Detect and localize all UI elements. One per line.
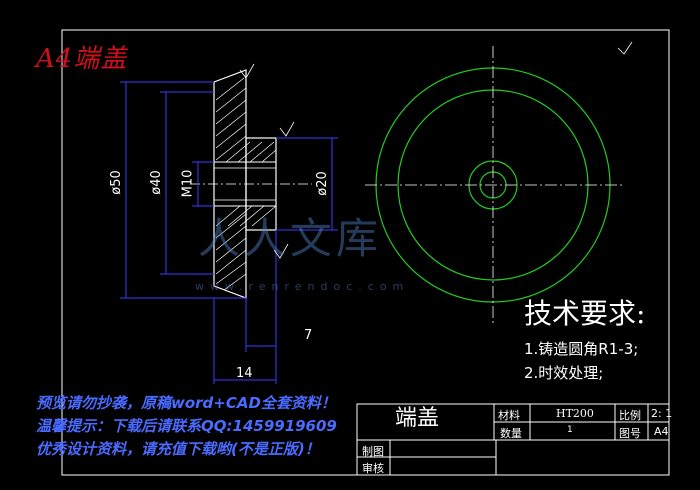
surface-finish-marks	[239, 41, 633, 259]
quantity-label: 数量	[500, 427, 522, 440]
dimension-lines	[120, 81, 338, 384]
watermark-title: A4端盖	[36, 44, 128, 74]
quantity-value: 1	[567, 425, 573, 435]
requirement-item-1: 1.铸造圆角R1-3;	[524, 340, 639, 358]
preview-notice-line-2: 温馨提示：下载后请联系QQ:1459919609	[36, 417, 337, 435]
preview-notice-line-3: 优秀设计资料，请充值下载哟(不是正版)！	[36, 440, 320, 458]
section-view	[190, 69, 312, 299]
drawing-no-label: 图号	[619, 427, 641, 440]
side-view	[365, 46, 625, 325]
dim-len7: 7	[304, 328, 313, 343]
requirements-title: 技术要求:	[524, 297, 646, 330]
watermark-brand: 人人文库	[198, 214, 383, 263]
hatch-upper	[215, 77, 277, 163]
scale-value: 2: 1	[651, 407, 673, 420]
dim-d50: ø50	[108, 170, 124, 195]
hatch-lower	[215, 205, 277, 291]
dim-d40: ø40	[148, 170, 164, 195]
part-name: 端盖	[395, 406, 440, 431]
drawing-no-value: A4	[654, 425, 669, 438]
drawn-by-label: 制图	[362, 445, 384, 458]
preview-notice-line-1: 预览请勿抄袭，原稿word+CAD全套资料！	[36, 394, 336, 412]
title-block-grid	[356, 403, 670, 476]
material-value: HT200	[556, 407, 594, 420]
scale-label: 比例	[619, 409, 641, 422]
dim-d20: ø20	[314, 171, 330, 196]
dim-len14: 14	[236, 366, 253, 381]
requirement-item-2: 2.时效处理;	[524, 364, 604, 382]
dim-m10: M10	[180, 169, 196, 198]
checked-by-label: 审核	[362, 462, 384, 475]
watermark-url: www.renrendoc.com	[195, 280, 410, 293]
material-label: 材料	[498, 409, 520, 422]
